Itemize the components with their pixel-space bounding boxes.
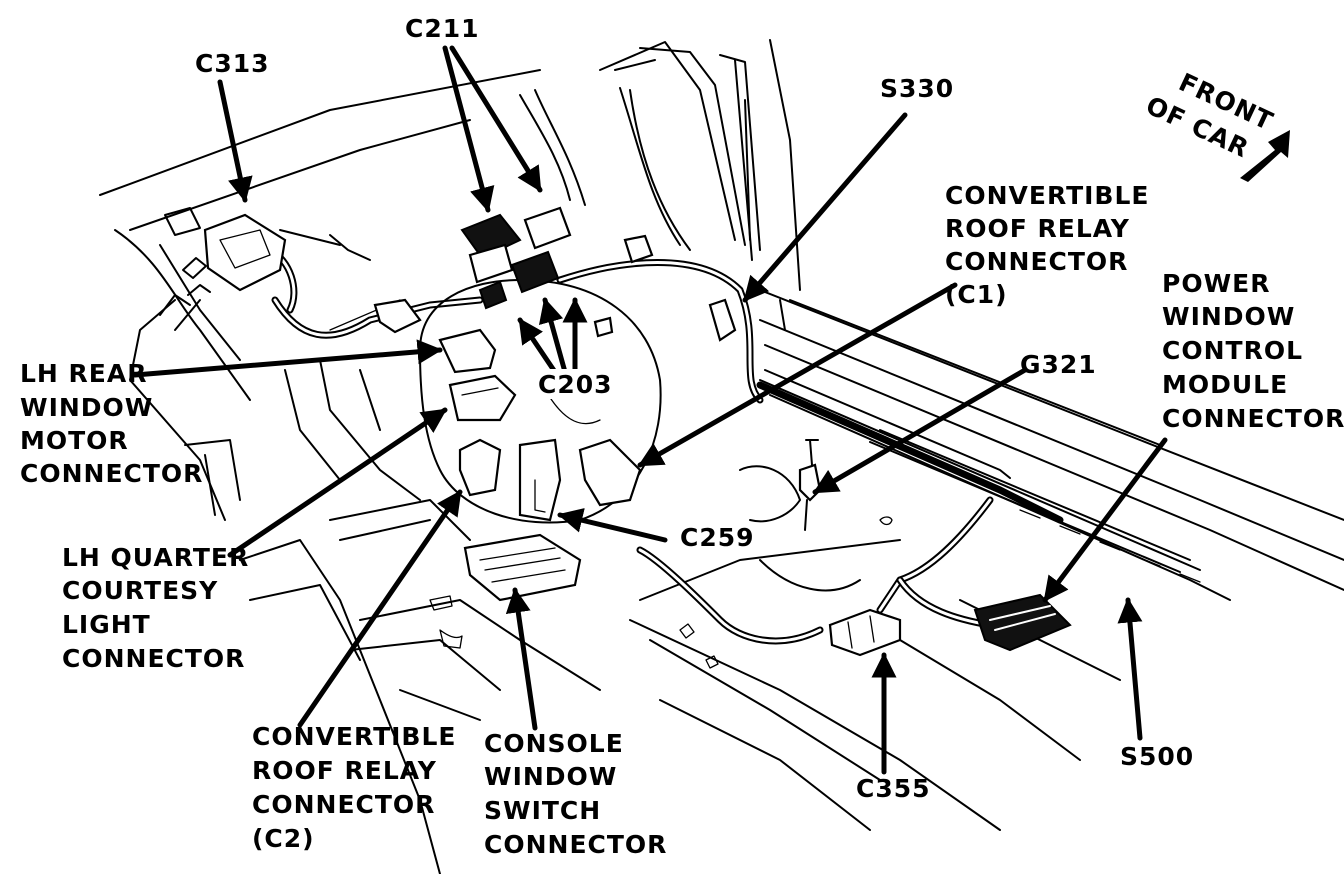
label-c203: C203 [538, 370, 613, 399]
lhrear-line2: WINDOW [20, 393, 153, 422]
front-of-car-arrow [1240, 130, 1290, 182]
c259-connector [518, 438, 562, 522]
label-s330: S330 [880, 74, 954, 103]
convertible-roof-relay-c2 [458, 438, 502, 497]
arrow-c203-b [538, 297, 568, 375]
convertible-roof-relay-c1 [578, 438, 642, 507]
c313-connector [203, 213, 287, 292]
label-console-window-switch: CONSOLE WINDOW SWITCH CONNECTOR [484, 729, 667, 859]
lhrear-line3: MOTOR [20, 426, 129, 455]
console-window-switch-connector [463, 533, 582, 602]
arrow-lh-rear-motor [132, 339, 443, 378]
arrow-g321 [812, 367, 1028, 495]
lhq-line3: LIGHT [62, 610, 151, 639]
pwm-line2: WINDOW [1162, 302, 1295, 331]
label-front-of-car: FRONT OF CAR [1142, 67, 1278, 163]
label-c313: C313 [195, 49, 270, 78]
label-convertible-roof-relay-c1: CONVERTIBLE ROOF RELAY CONNECTOR (C1) [945, 181, 1150, 309]
lhq-line2: COURTESY [62, 576, 218, 605]
label-c355: C355 [856, 774, 931, 803]
arrow-c259 [557, 508, 668, 543]
c2-line3: CONNECTOR [252, 790, 435, 819]
arrow-c2 [297, 489, 463, 728]
arrow-c1 [637, 282, 958, 468]
label-lh-rear-window-motor: LH REAR WINDOW MOTOR CONNECTOR [20, 359, 203, 488]
g321-ground [798, 463, 822, 502]
lhq-line1: LH QUARTER [62, 543, 249, 572]
lhrear-line4: CONNECTOR [20, 459, 203, 488]
pwm-line4: MODULE [1162, 370, 1288, 399]
arrow-console-switch [505, 587, 538, 731]
arrow-s330 [742, 112, 908, 303]
arrow-c313 [217, 79, 253, 203]
arrow-c211-b [449, 45, 543, 193]
c1-line1: CONVERTIBLE [945, 181, 1150, 210]
c211-connector-a [460, 213, 522, 260]
pwm-line3: CONTROL [1162, 336, 1303, 365]
c211-connector-b [523, 206, 572, 250]
c211-connector-c [510, 250, 560, 294]
s330-splice [708, 298, 737, 342]
cws-line1: CONSOLE [484, 729, 624, 758]
label-c259: C259 [680, 523, 755, 552]
cws-line2: WINDOW [484, 762, 617, 791]
label-convertible-roof-relay-c2: CONVERTIBLE ROOF RELAY CONNECTOR (C2) [252, 722, 457, 853]
lhq-line4: CONNECTOR [62, 644, 245, 673]
lh-rear-window-motor-connector [438, 328, 497, 374]
c2-line1: CONVERTIBLE [252, 722, 457, 751]
pwm-line1: POWER [1162, 269, 1270, 298]
label-c211: C211 [405, 14, 480, 43]
arrow-lh-quarter [227, 407, 448, 558]
lh-quarter-courtesy-connector [448, 374, 517, 422]
label-lh-quarter-courtesy-light: LH QUARTER COURTESY LIGHT CONNECTOR [62, 543, 249, 673]
c2-line2: ROOF RELAY [252, 756, 437, 785]
label-s500: S500 [1120, 742, 1194, 771]
pwm-line5: CONNECTOR [1162, 404, 1344, 433]
arrow-power-window-module [1042, 437, 1168, 603]
arrow-s500 [1117, 597, 1143, 741]
c2-line4: (C2) [252, 824, 315, 853]
callout-labels: C313 C211 S330 FRONT OF CAR CONVERTIBLE … [20, 14, 1344, 859]
arrow-c203-a [517, 317, 558, 375]
c1-line2: ROOF RELAY [945, 214, 1130, 243]
cws-line4: CONNECTOR [484, 830, 667, 859]
arrow-c211-a [442, 45, 495, 213]
lhrear-line1: LH REAR [20, 359, 147, 388]
connectors [203, 206, 1201, 657]
label-g321: G321 [1020, 350, 1097, 379]
c355-connector [828, 608, 902, 657]
c1-line3: CONNECTOR [945, 247, 1128, 276]
label-power-window-control-module: POWER WINDOW CONTROL MODULE CONNECTOR [1162, 269, 1344, 433]
leader-arrows [132, 45, 1290, 775]
cws-line3: SWITCH [484, 796, 601, 825]
body-structure-art [99, 39, 1344, 874]
c1-line4: (C1) [945, 280, 1008, 309]
